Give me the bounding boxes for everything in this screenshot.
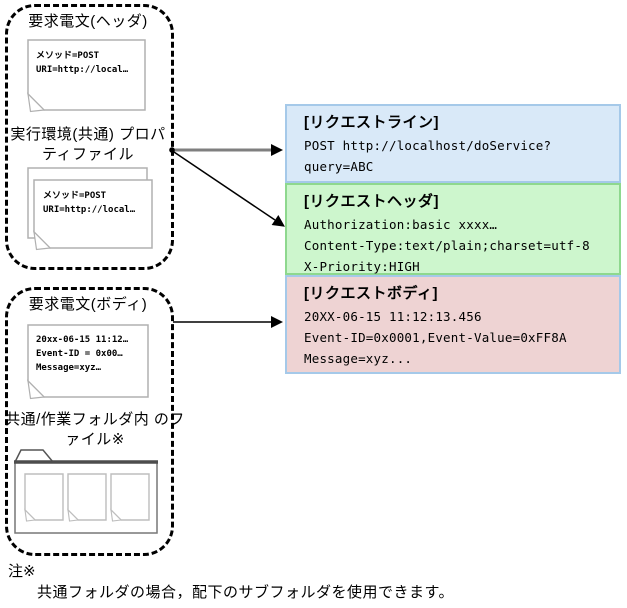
note-text: 共通フォルダの場合，配下のサブフォルダを使用できます。 bbox=[37, 584, 455, 601]
properties-doc-text: メソッド=POST URI=http://local… bbox=[43, 191, 136, 215]
document-icon bbox=[27, 324, 149, 400]
properties-file-label: 実行環境(共通) プロパティファイル bbox=[10, 126, 166, 163]
header-doc-text: メソッド=POST URI=http://local… bbox=[36, 51, 129, 75]
stacked-documents-icon bbox=[27, 167, 153, 251]
arrow-diagonal-icon bbox=[170, 149, 285, 227]
request-body-body: 20XX-06-15 11:12:13.456 Event-ID=0x0001,… bbox=[304, 309, 567, 366]
request-header-title: [リクエストヘッダ] bbox=[304, 193, 439, 210]
request-body-group-title: 要求電文(ボディ) bbox=[28, 296, 148, 313]
document-icon bbox=[27, 39, 146, 113]
request-body-box: [リクエストボディ] 20XX-06-15 11:12:13.456 Event… bbox=[285, 275, 621, 374]
request-line-box: [リクエストライン] POST http://localhost/doServi… bbox=[285, 104, 621, 183]
request-line-body: POST http://localhost/doService?query=AB… bbox=[304, 138, 552, 174]
file-sheet-icon bbox=[110, 473, 150, 522]
file-sheet-icon bbox=[67, 473, 107, 522]
note-marker: 注※ bbox=[8, 563, 36, 580]
file-sheet-icon bbox=[24, 473, 64, 522]
request-header-group-title: 要求電文(ヘッダ) bbox=[28, 13, 148, 30]
request-header-body: Authorization:basic xxxx… Content-Type:t… bbox=[304, 217, 590, 274]
folder-files-label: 共通/作業フォルダ内 のファイル※ bbox=[5, 411, 185, 448]
request-line-title: [リクエストライン] bbox=[304, 114, 439, 131]
request-body-group-box bbox=[5, 287, 174, 556]
folder-icon bbox=[14, 449, 158, 534]
http-request-stack: [リクエストライン] POST http://localhost/doServi… bbox=[285, 104, 621, 374]
request-body-title: [リクエストボディ] bbox=[304, 285, 438, 302]
request-header-box: [リクエストヘッダ] Authorization:basic xxxx… Con… bbox=[285, 183, 621, 275]
body-doc-text: 20xx-06-15 11:12… Event-ID = 0x00… Messa… bbox=[36, 335, 129, 373]
request-header-group-box bbox=[5, 4, 174, 270]
